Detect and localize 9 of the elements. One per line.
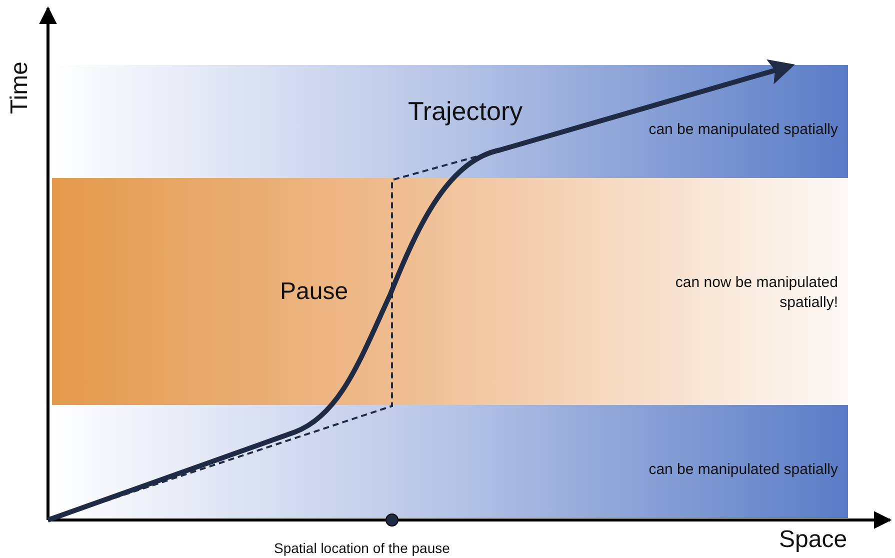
band-note: can be manipulated spatially	[648, 120, 838, 140]
curve-label: Trajectory	[408, 96, 523, 127]
band-note: can be manipulated spatially	[648, 460, 838, 480]
axis-label: Space	[779, 526, 848, 554]
band-label: Pause	[280, 278, 348, 306]
band-note: can now be manipulated spatially!	[674, 273, 838, 313]
band	[52, 178, 848, 405]
axis-marker-label: Spatial location of the pause	[274, 540, 450, 556]
axis-label: Time	[6, 62, 34, 114]
